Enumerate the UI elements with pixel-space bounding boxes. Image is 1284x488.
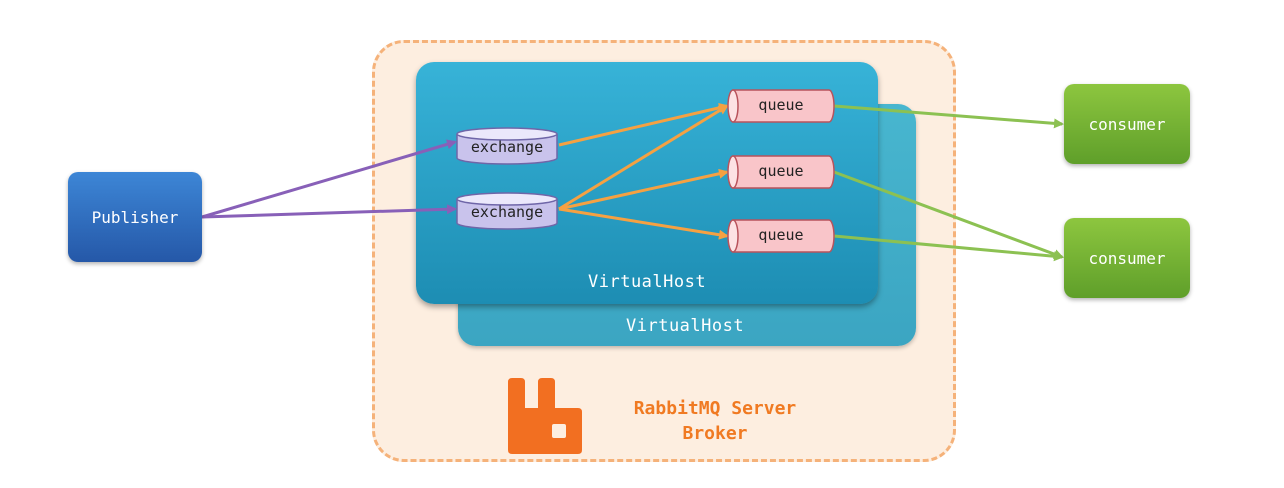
publish-arrow-2 [201, 204, 457, 219]
queue-tube-icon [727, 219, 835, 253]
virtual-host-back-label: VirtualHost [626, 316, 745, 336]
queue-tube-icon [727, 89, 835, 123]
route-arrow-1 [558, 102, 729, 147]
publish-arrow-1 [201, 139, 457, 219]
consume-arrow-1 [833, 104, 1064, 129]
queue-3-label: queue [758, 226, 804, 244]
route-arrow-3 [558, 168, 729, 211]
publisher-box: Publisher [68, 172, 202, 262]
broker-title-line-1: RabbitMQ Server [633, 398, 797, 419]
consume-arrow-3 [833, 234, 1064, 262]
rabbitmq-logo-icon [508, 378, 582, 454]
consumer-2: consumer [1064, 218, 1190, 298]
queue-tube-icon [727, 155, 835, 189]
broker-title-line-2: Broker [682, 423, 748, 444]
route-arrow-4 [558, 207, 729, 240]
exchange-cylinder-icon [456, 192, 558, 230]
route-arrow-2 [558, 104, 729, 211]
queue-2: queue [727, 155, 835, 189]
queue-1: queue [727, 89, 835, 123]
queue-3: queue [727, 219, 835, 253]
exchange-cylinder-icon [456, 127, 558, 165]
consume-arrow-2 [833, 170, 1064, 259]
virtual-host-front-label: VirtualHost [588, 272, 707, 292]
queue-1-label: queue [758, 96, 804, 114]
queue-2-label: queue [758, 162, 804, 180]
exchange-2: exchange [456, 192, 558, 230]
exchange-1: exchange [456, 127, 558, 165]
exchange-1-label: exchange [470, 138, 544, 156]
exchange-2-label: exchange [470, 203, 544, 221]
consumer-1: consumer [1064, 84, 1190, 164]
broker-title: RabbitMQ Server Broker [610, 396, 820, 446]
